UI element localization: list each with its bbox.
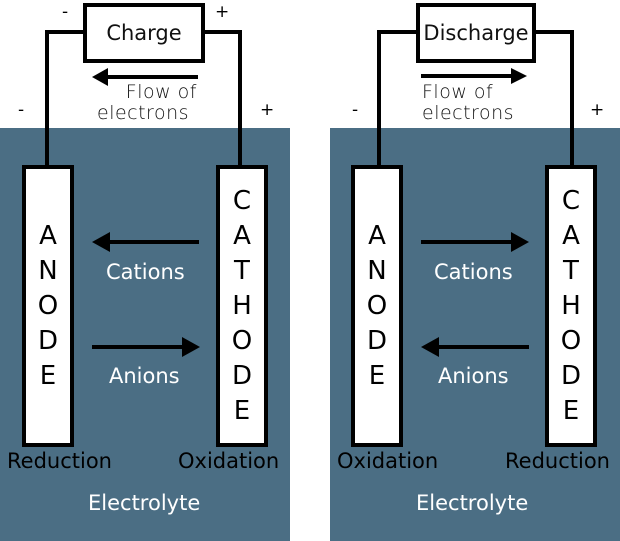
anode-letter: O — [366, 290, 388, 321]
anode-letter: A — [39, 220, 57, 251]
discharge-load-box: Discharge — [416, 3, 536, 63]
cathode-letter: A — [562, 220, 580, 251]
cathode-letter: E — [233, 395, 251, 426]
anode-letter: O — [37, 290, 59, 321]
cathode-letter: T — [563, 255, 579, 286]
cathode-letter: D — [231, 360, 253, 391]
anode-wire-discharge — [377, 30, 381, 167]
cathode-wire-discharge — [570, 30, 574, 167]
electron-flow-label-1-discharge: Flow of — [422, 81, 494, 103]
electron-flow-arrow-left — [92, 68, 198, 86]
cathode-letter: O — [231, 325, 253, 356]
cathode-wire-top-charge — [200, 30, 242, 34]
cathode-letter: A — [233, 220, 251, 251]
charge-label: Charge — [106, 21, 182, 45]
top-minus-sign: - — [62, 2, 69, 22]
anode-letter: N — [38, 255, 58, 286]
anode-reaction-discharge: Oxidation — [337, 449, 439, 473]
cathode-letter: T — [234, 255, 250, 286]
anode-letter: N — [367, 255, 387, 286]
electron-flow-arrow-right — [421, 68, 527, 84]
anode-minus-sign: - — [352, 100, 359, 120]
anode-letter: A — [368, 220, 386, 251]
anode-minus-sign: - — [18, 100, 25, 120]
electrolyte-label-charge: Electrolyte — [88, 491, 201, 515]
electron-flow-label-2-charge: electrons — [97, 102, 190, 124]
anode-wire-top-charge — [45, 30, 85, 34]
charge-source-box: Charge — [83, 3, 205, 63]
cathode-wire-top-discharge — [530, 30, 574, 34]
anode-charge: A N O D E — [22, 165, 74, 447]
cathode-reaction-discharge: Reduction — [505, 449, 610, 473]
anode-letter: D — [366, 325, 388, 356]
electron-flow-label-1-charge: Flow of — [125, 81, 197, 103]
cathode-wire-charge — [238, 30, 242, 167]
anions-label-discharge: Anions — [438, 364, 509, 388]
cathode-plus-sign: + — [590, 100, 605, 120]
cathode-letter: C — [232, 185, 252, 216]
anode-wire-top-discharge — [377, 30, 419, 34]
cathode-letter: C — [561, 185, 581, 216]
anode-letter: D — [37, 325, 59, 356]
cathode-letter: H — [232, 290, 252, 321]
cations-label-discharge: Cations — [434, 260, 513, 284]
cathode-letter: O — [560, 325, 582, 356]
top-plus-sign: + — [215, 2, 230, 22]
anode-reaction-charge: Reduction — [7, 449, 112, 473]
cathode-discharge: C A T H O D E — [545, 165, 597, 447]
electrolyte-label-discharge: Electrolyte — [416, 491, 529, 515]
anions-arrow-left — [421, 337, 529, 357]
anions-label-charge: Anions — [109, 364, 180, 388]
cathode-plus-sign: + — [260, 100, 275, 120]
discharge-label: Discharge — [423, 21, 529, 45]
cathode-charge: C A T H O D E — [216, 165, 268, 447]
anode-discharge: A N O D E — [351, 165, 403, 447]
cathode-letter: H — [561, 290, 581, 321]
electron-flow-label-2-discharge: electrons — [422, 102, 515, 124]
anode-wire-charge — [45, 30, 49, 167]
anode-letter: E — [368, 360, 386, 391]
cations-label-charge: Cations — [106, 260, 185, 284]
cathode-letter: D — [560, 360, 582, 391]
cations-arrow-right — [421, 232, 529, 252]
anions-arrow-right — [92, 337, 200, 357]
cations-arrow-left — [92, 232, 199, 252]
cathode-letter: E — [562, 395, 580, 426]
anode-letter: E — [39, 360, 57, 391]
cathode-reaction-charge: Oxidation — [178, 449, 280, 473]
